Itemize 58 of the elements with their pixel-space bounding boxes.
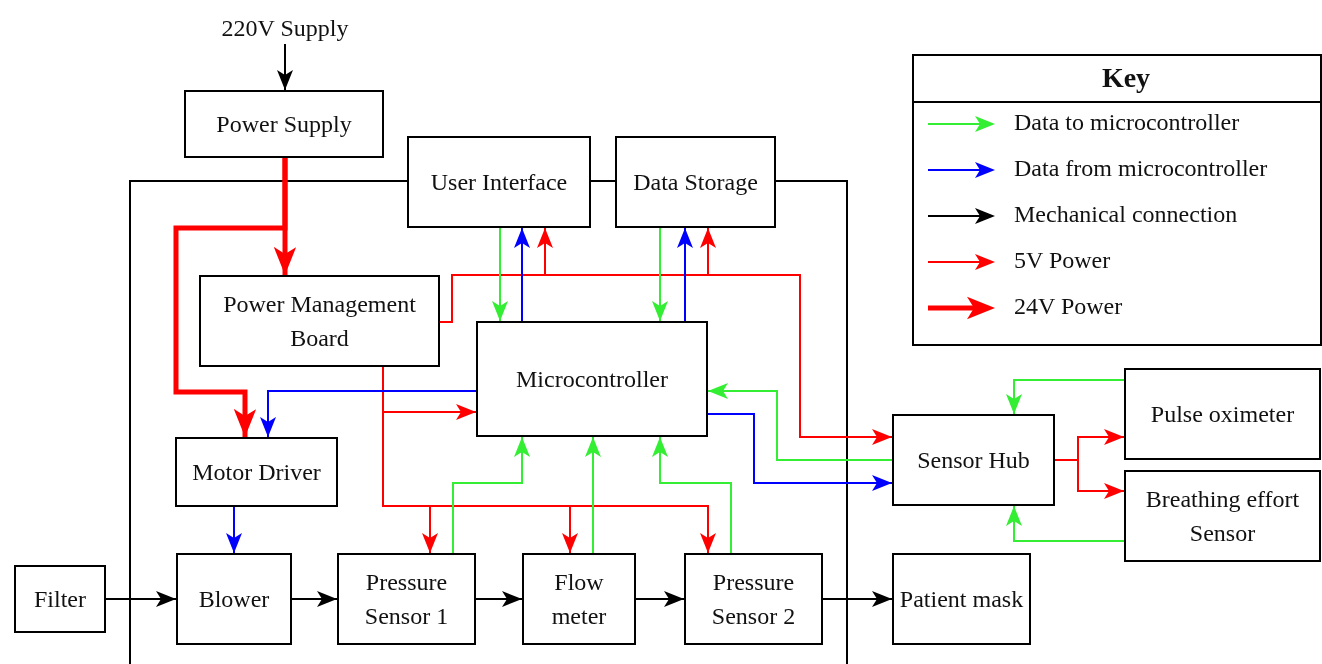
arrow: [173, 158, 288, 437]
legend-label: 24V Power: [1014, 293, 1123, 320]
block-box: [1124, 470, 1321, 562]
arrow: [452, 436, 530, 554]
arrow: [277, 43, 293, 91]
arrow: [475, 591, 523, 607]
block-label: Pressure Sensor 2: [710, 568, 797, 631]
arrow: [1054, 459, 1125, 499]
block-label: Patient mask: [899, 585, 1024, 614]
arrow: [822, 591, 893, 607]
block-box: [615, 136, 776, 228]
block-box: [892, 553, 1031, 645]
block-box: [199, 275, 440, 367]
arrow: [635, 591, 685, 607]
block-label: Blower: [198, 585, 270, 614]
block-label: Breathing effort Sensor: [1144, 485, 1301, 548]
arrow: [707, 383, 893, 461]
arrow: [492, 227, 508, 322]
arrow: [514, 227, 530, 322]
arrow: [105, 591, 177, 607]
block-box: [522, 553, 636, 645]
legend-label: Mechanical connection: [1014, 201, 1238, 228]
block-label: User Interface: [430, 168, 568, 197]
arrow: [226, 506, 242, 554]
arrow: [260, 390, 477, 438]
block-label: Power Supply: [216, 110, 352, 139]
arrow: [1006, 505, 1125, 542]
legend-label: Data from microcontroller: [1014, 155, 1268, 182]
arrow: [677, 227, 693, 322]
block-label: Motor Driver: [192, 458, 321, 487]
legend-label: Data to microcontroller: [1014, 109, 1240, 136]
block-label: Data Storage: [633, 168, 758, 197]
block-label: Flow meter: [550, 568, 608, 631]
block-box: [175, 437, 338, 507]
block-box: [476, 321, 708, 437]
arrow: [585, 436, 601, 554]
block-box: [14, 565, 106, 633]
arrow: [707, 413, 893, 491]
arrow: [1006, 379, 1125, 415]
block-label: Power Management Board: [222, 290, 417, 353]
block-label: Sensor Hub: [917, 446, 1030, 475]
block-box: [892, 414, 1055, 506]
arrow: [291, 591, 338, 607]
block-label: Filter: [34, 585, 86, 614]
block-box: [184, 90, 384, 158]
block-label: Microcontroller: [516, 365, 668, 394]
block-box: [684, 553, 823, 645]
block-box: [1124, 368, 1321, 460]
block-label: Pressure Sensor 1: [363, 568, 450, 631]
supply-label: 220V Supply: [195, 12, 375, 44]
arrow: [652, 436, 732, 554]
key-title: Key: [1100, 62, 1152, 94]
block-label: Pulse oximeter: [1150, 400, 1295, 429]
arrow: [652, 227, 668, 322]
block-box: [176, 553, 292, 645]
legend-label: 5V Power: [1014, 247, 1111, 274]
block-box: [337, 553, 476, 645]
block-box: [407, 136, 591, 228]
